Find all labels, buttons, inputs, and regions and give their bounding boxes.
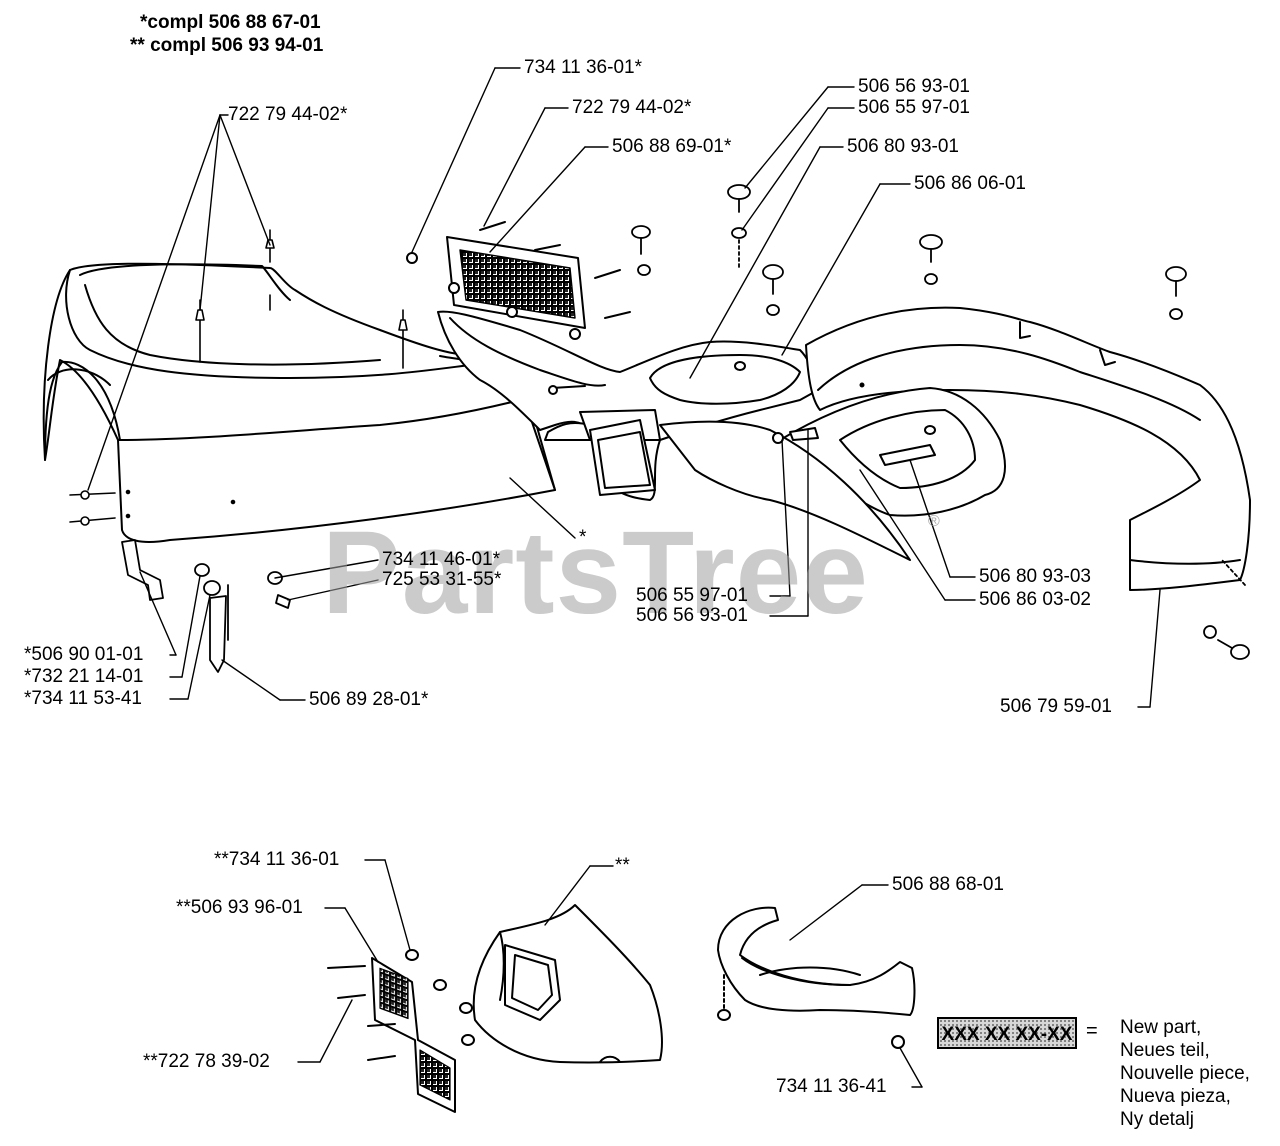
part-label[interactable]: 506 88 69-01* xyxy=(612,136,732,157)
part-label[interactable]: 506 86 06-01 xyxy=(914,173,1026,194)
registered-mark-icon: ® xyxy=(928,513,940,530)
part-label[interactable]: 506 56 93-01 xyxy=(636,605,748,626)
part-label[interactable]: 506 88 68-01 xyxy=(892,874,1004,895)
part-label[interactable]: 722 79 44-02* xyxy=(572,97,692,118)
screws-center-left xyxy=(267,571,291,609)
part-label[interactable]: 506 55 97-01 xyxy=(636,585,748,606)
part-label[interactable]: 725 53 31-55* xyxy=(382,569,502,590)
part-label[interactable]: 722 79 44-02* xyxy=(228,104,348,125)
part-label[interactable]: *734 11 53-41 xyxy=(24,688,142,709)
part-label[interactable]: ** xyxy=(615,855,630,876)
assembly-note-2: ** compl 506 93 94-01 xyxy=(130,35,324,56)
part-label[interactable]: *506 90 01-01 xyxy=(24,644,144,665)
part-label[interactable]: * xyxy=(579,527,587,548)
grille-plate xyxy=(406,221,631,395)
legend-line: New part, xyxy=(1120,1017,1202,1038)
part-label[interactable]: 506 86 03-02 xyxy=(979,589,1091,610)
part-label[interactable]: **722 78 39-02 xyxy=(143,1051,270,1072)
part-label[interactable]: 506 80 93-03 xyxy=(979,566,1091,587)
part-label[interactable]: 506 55 97-01 xyxy=(858,97,970,118)
part-label[interactable]: 506 80 93-01 xyxy=(847,136,959,157)
legend-line: Nueva pieza, xyxy=(1120,1086,1231,1107)
left-bracket-parts xyxy=(121,539,229,673)
part-label[interactable]: 734 11 36-41 xyxy=(776,1076,887,1097)
part-label[interactable]: 734 11 36-01* xyxy=(524,57,642,78)
knobs-row xyxy=(631,184,1187,320)
left-panel-rivets xyxy=(69,229,408,526)
legend-line: Nouvelle piece, xyxy=(1120,1063,1250,1084)
part-label[interactable]: 506 56 93-01 xyxy=(858,76,970,97)
new-part-legend-swatch: XXX XX XX-XX xyxy=(937,1017,1077,1049)
part-label[interactable]: 734 11 46-01* xyxy=(382,549,500,570)
legend-line: Neues teil, xyxy=(1120,1040,1210,1061)
part-label[interactable]: *732 21 14-01 xyxy=(24,666,144,687)
assembly-note-1: *compl 506 88 67-01 xyxy=(140,12,321,33)
lower-grille-housing xyxy=(327,904,663,1113)
part-label[interactable]: **734 11 36-01 xyxy=(214,849,340,870)
part-label[interactable]: 506 89 28-01* xyxy=(309,689,429,710)
legend-line: Ny detalj xyxy=(1120,1109,1194,1130)
watermark: PartsTree xyxy=(322,507,869,639)
right-fender-panel xyxy=(805,306,1251,591)
legend-equals: = xyxy=(1086,1020,1098,1042)
right-bottom-screw xyxy=(1203,559,1250,660)
part-label[interactable]: 506 79 59-01 xyxy=(1000,696,1112,717)
lower-curved-tray xyxy=(717,906,916,1049)
leader-lines xyxy=(87,67,1161,1088)
part-label[interactable]: **506 93 96-01 xyxy=(176,897,303,918)
